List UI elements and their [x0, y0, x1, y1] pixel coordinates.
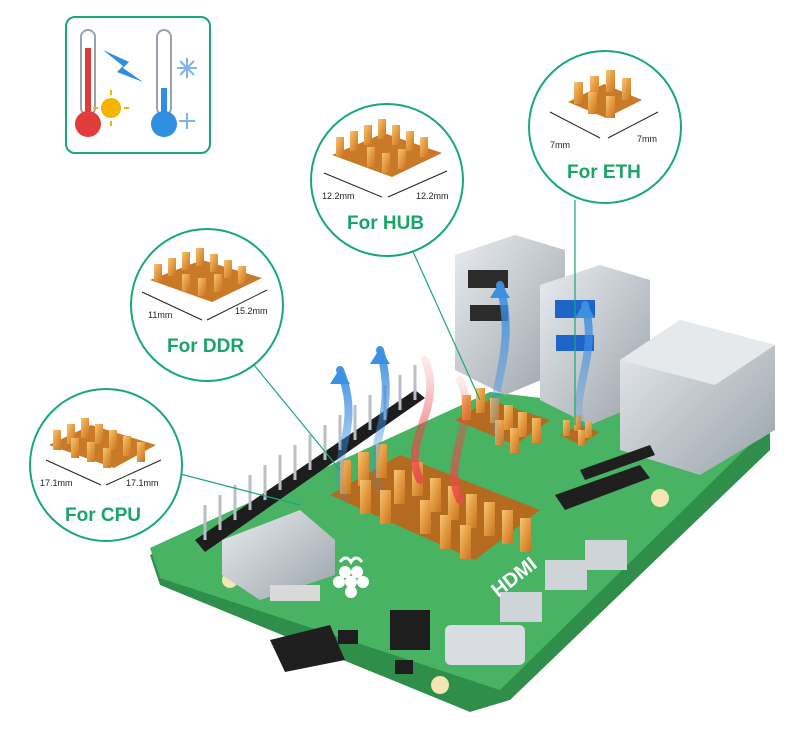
thermometer-cold-icon: [151, 29, 177, 137]
cpu-label: For CPU: [65, 505, 141, 526]
temperature-icon-box: [65, 16, 211, 154]
eth-callout: 7mm 7mm For ETH: [528, 50, 682, 204]
lightning-icon: [103, 50, 143, 82]
hub-width-dim: 12.2mm: [322, 191, 355, 201]
eth-depth-dim: 7mm: [637, 134, 657, 144]
cpu-width-dim: 17.1mm: [40, 478, 73, 488]
ddr-heatsink-icon: [141, 248, 268, 321]
eth-label: For ETH: [567, 162, 641, 183]
cpu-heatsink: [330, 444, 540, 560]
usb-ports: [455, 235, 650, 425]
ddr-label: For DDR: [167, 336, 245, 357]
cooling-icon-group: [75, 29, 197, 137]
hub-depth-dim: 12.2mm: [416, 191, 449, 201]
snowflake-icon: [177, 58, 197, 129]
eth-heatsink-icon: [549, 70, 659, 139]
cpu-heatsink-icon: [45, 418, 162, 486]
hub-callout: 12.2mm 12.2mm For HUB: [310, 103, 464, 257]
gpio-header: [195, 365, 425, 552]
raspberry-logo: [333, 556, 369, 598]
ddr-width-dim: 11mm: [148, 310, 173, 320]
cpu-callout: 17.1mm 17.1mm For CPU: [29, 388, 183, 542]
ddr-callout: 11mm 15.2mm For DDR: [130, 228, 284, 382]
cpu-depth-dim: 17.1mm: [126, 478, 159, 488]
wireless-module: [222, 510, 335, 600]
callout-leader-lines: [164, 200, 576, 506]
hub-label: For HUB: [347, 213, 425, 234]
thermometer-hot-icon: [75, 29, 101, 137]
hub-heatsink-icon: [323, 119, 448, 198]
eth-width-dim: 7mm: [550, 140, 570, 150]
heat-flow-arrows: [330, 281, 595, 504]
board-connectors: [270, 445, 655, 674]
ddr-depth-dim: 15.2mm: [235, 306, 268, 316]
sun-icon: [93, 90, 129, 126]
ethernet-port: [620, 320, 775, 475]
